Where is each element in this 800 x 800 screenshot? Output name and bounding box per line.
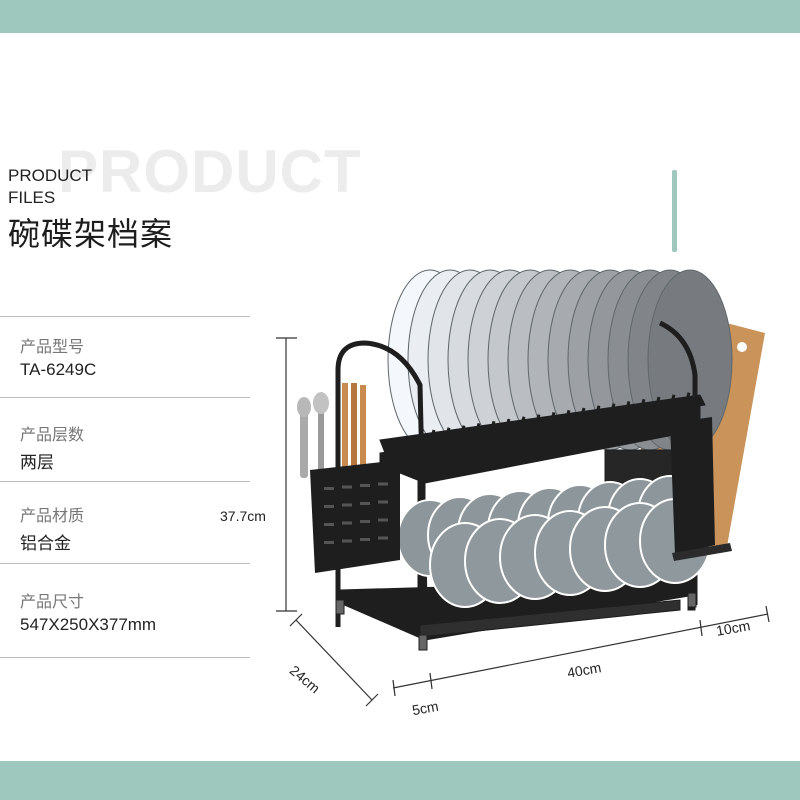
spec-label: 产品尺寸 bbox=[20, 592, 85, 611]
spec-divider bbox=[0, 316, 250, 317]
top-color-band bbox=[0, 0, 800, 33]
utensil-holder bbox=[297, 383, 400, 573]
bottom-color-band bbox=[0, 761, 800, 800]
accent-bar bbox=[672, 170, 677, 252]
bowls-group bbox=[397, 475, 711, 608]
dimension-height-label: 37.7cm bbox=[220, 508, 266, 524]
watermark-text: PRODUCT bbox=[58, 138, 362, 205]
spec-label: 产品层数 bbox=[20, 425, 85, 444]
dimension-width-label: 40cm bbox=[565, 659, 603, 681]
heading-chinese: 碗碟架档案 bbox=[8, 215, 174, 253]
spec-divider bbox=[0, 481, 250, 482]
spec-divider bbox=[0, 657, 250, 658]
knife-holder bbox=[670, 417, 732, 561]
spec-value: 两层 bbox=[20, 453, 54, 473]
dimension-depth-label: 24cm bbox=[286, 662, 324, 697]
spec-value: 547X250X377mm bbox=[20, 615, 157, 634]
spec-divider bbox=[0, 563, 250, 564]
spec-value: TA-6249C bbox=[20, 360, 97, 379]
plates-group bbox=[387, 269, 733, 451]
heading-english: PRODUCT FILES bbox=[8, 165, 92, 209]
spec-label: 产品型号 bbox=[20, 337, 85, 356]
spec-divider bbox=[0, 397, 250, 398]
spec-label: 产品材质 bbox=[20, 506, 85, 525]
heading-english-line2: FILES bbox=[8, 188, 56, 207]
heading-english-line1: PRODUCT bbox=[8, 166, 93, 185]
spec-value: 铝合金 bbox=[20, 534, 71, 554]
dimension-side-left-label: 5cm bbox=[410, 697, 440, 719]
dish-rack-illustration bbox=[297, 269, 765, 651]
